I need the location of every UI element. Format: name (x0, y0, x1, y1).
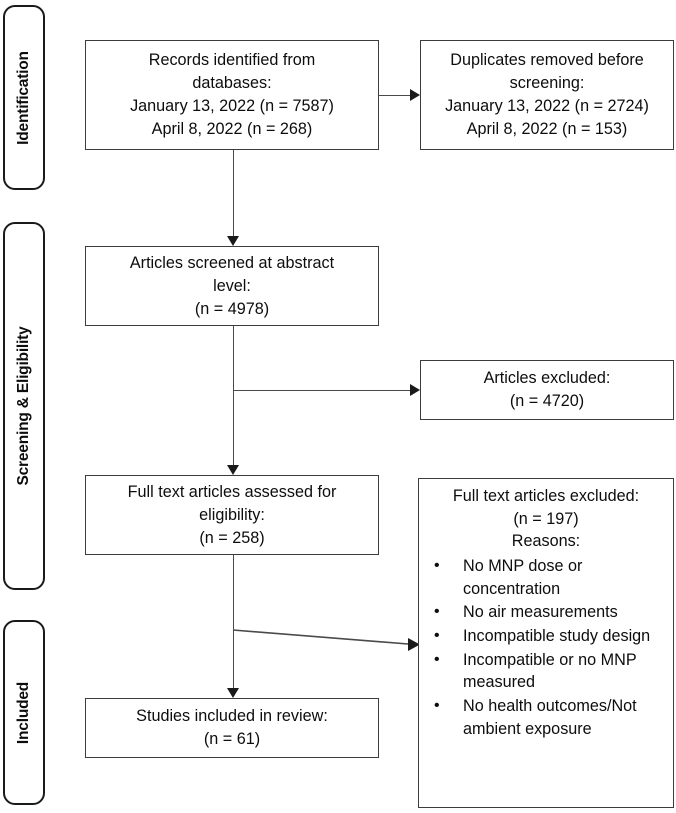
stage-label-screening-eligibility-text: Screening & Eligibility (15, 326, 32, 486)
box-screened-line-2: level: (213, 276, 251, 295)
box-excluded-line-1: Articles excluded: (483, 369, 611, 387)
box-studies-included: Studies included in review: (n = 61) (85, 698, 379, 758)
box-excluded-line-2: (n = 4720) (509, 392, 585, 410)
box-fulltext-excluded-line-3: Reasons: (511, 532, 581, 551)
box-studies-line-1: Studies included in review: (136, 707, 328, 725)
box-fulltext-excluded: Full text articles excluded: (n = 197) R… (418, 478, 674, 808)
box-studies-line-2: (n = 61) (203, 730, 261, 748)
box-fulltext-excluded-line-1: Full text articles excluded: (452, 487, 640, 505)
box-duplicates-line-3: January 13, 2022 (n = 2724) (445, 97, 649, 115)
arrowhead-records-to-screened (227, 236, 239, 246)
stage-label-included-text: Included (15, 681, 32, 744)
bullet-icon: • (434, 627, 440, 645)
bullet-icon: • (434, 697, 440, 715)
box-records-identified: Records identified from databases: Janua… (85, 40, 379, 150)
box-duplicates-line-4: April 8, 2022 (n = 153) (466, 120, 628, 138)
box-assessed-line-2: eligibility: (199, 505, 265, 524)
box-duplicates-removed: Duplicates removed before screening: Jan… (420, 40, 674, 150)
reason-text: Incompatible or no MNP measured (463, 650, 637, 692)
box-assessed-line-3: (n = 258) (199, 528, 265, 547)
reason-text: No MNP dose or concentration (463, 557, 583, 598)
box-assessed-line-1: Full text articles assessed for (127, 482, 337, 501)
reason-text: Incompatible study design (463, 627, 651, 646)
stage-label-screening-eligibility: Screening & Eligibility (3, 222, 45, 590)
bullet-icon: • (434, 557, 440, 575)
box-duplicates-line-1: Duplicates removed before (450, 51, 644, 69)
list-item: • No MNP dose or concentration (423, 555, 669, 600)
arrowhead-assessed-to-studies (227, 688, 239, 698)
stage-label-identification-text: Identification (15, 50, 32, 145)
box-records-line-4: April 8, 2022 (n = 268) (151, 120, 313, 138)
connector-assessed-to-fulltext-excluded (232, 629, 420, 651)
connector-screened-to-assessed (233, 326, 234, 465)
stage-label-included: Included (3, 620, 45, 805)
arrowhead-records-to-duplicates (410, 89, 420, 101)
box-fulltext-excluded-line-2: (n = 197) (513, 509, 579, 528)
box-duplicates-line-2: screening: (509, 74, 585, 92)
exclusion-reasons-list: • No MNP dose or concentration • No air … (423, 555, 669, 740)
list-item: • Incompatible study design (423, 625, 669, 648)
connector-screened-to-excluded (233, 390, 410, 391)
reason-text: No health outcomes/Not ambient exposure (463, 697, 637, 738)
box-records-line-1: Records identified from (148, 51, 316, 69)
list-item: • No air measurements (423, 601, 669, 624)
box-articles-excluded: Articles excluded: (n = 4720) (420, 360, 674, 420)
connector-records-to-screened (233, 150, 234, 236)
connector-records-to-duplicates (379, 95, 410, 96)
bullet-icon: • (434, 603, 440, 621)
connector-assessed-to-studies (233, 555, 234, 688)
box-fulltext-assessed: Full text articles assessed for eligibil… (85, 475, 379, 555)
box-records-line-3: January 13, 2022 (n = 7587) (130, 97, 334, 115)
arrowhead-screened-to-excluded (410, 384, 420, 396)
arrowhead-screened-to-assessed (227, 465, 239, 475)
box-articles-screened: Articles screened at abstract level: (n … (85, 246, 379, 326)
list-item: • No health outcomes/Not ambient exposur… (423, 695, 669, 740)
reason-text: No air measurements (463, 603, 618, 622)
box-records-line-2: databases: (192, 74, 272, 92)
stage-label-identification: Identification (3, 5, 45, 190)
box-screened-line-3: (n = 4978) (194, 299, 270, 318)
box-screened-line-1: Articles screened at abstract (129, 253, 335, 272)
bullet-icon: • (434, 650, 440, 668)
list-item: • Incompatible or no MNP measured (423, 649, 669, 694)
